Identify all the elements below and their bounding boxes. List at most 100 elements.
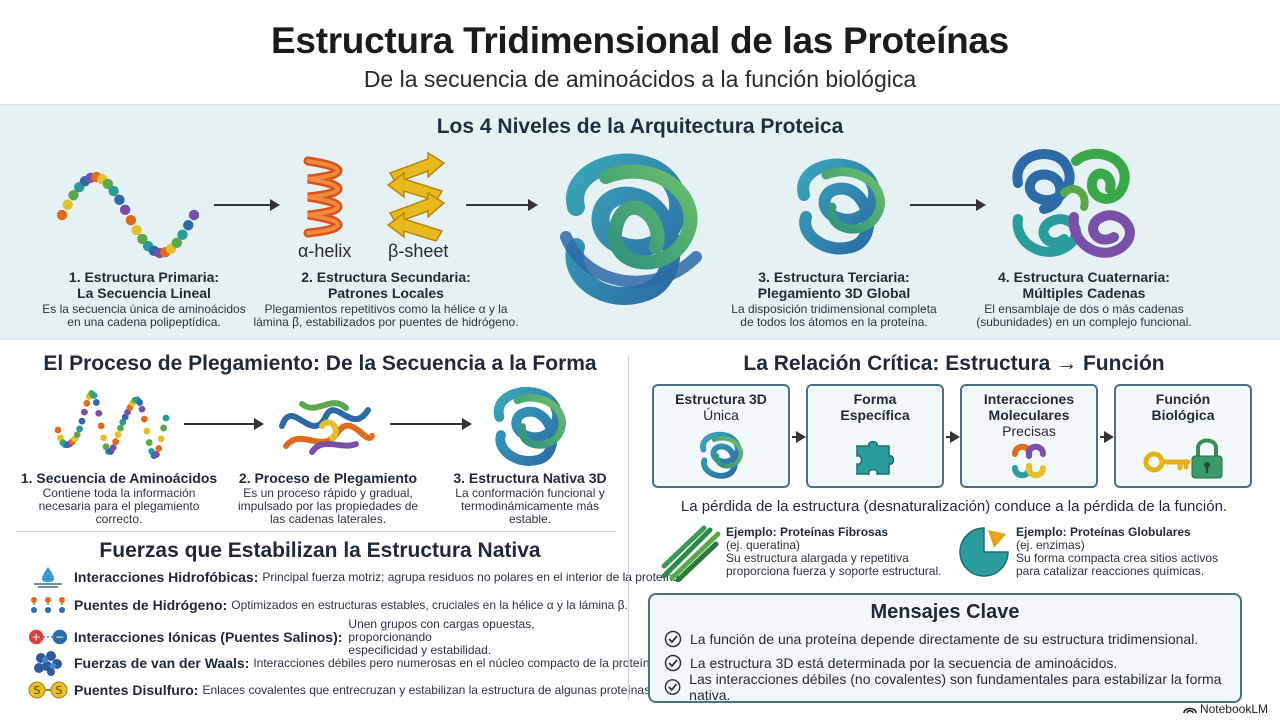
card-biological-function: Función Biológica (1114, 384, 1252, 488)
force-desc: Unen grupos con cargas opuestas, proporc… (348, 616, 618, 657)
puzzle-piece-icon (856, 440, 895, 475)
force-ionic: + − Interacciones Iónicas (Puentes Salin… (28, 617, 618, 656)
step-desc: las cadenas laterales. (269, 512, 387, 526)
native-structure-icon (493, 387, 566, 466)
force-name: Interacciones Hidrofóbicas: (74, 569, 259, 585)
bead (97, 422, 105, 430)
level-desc: en una cadena polipeptídica. (67, 315, 221, 329)
bead (155, 444, 163, 452)
bead (90, 392, 98, 399)
force-van-der-waals: Fuerzas de van der Waals: Interacciones … (28, 651, 660, 676)
page-title: Estructura Tridimensional de las Proteín… (271, 20, 1009, 61)
bead (177, 229, 188, 240)
svg-text:−: − (55, 631, 64, 644)
force-desc-line: Unen grupos con cargas opuestas, proporc… (348, 616, 535, 644)
force-name: Interacciones Iónicas (Puentes Salinos): (74, 629, 343, 645)
bead (160, 424, 167, 432)
key-message: La función de una proteína depende direc… (664, 629, 1198, 649)
bead (137, 233, 148, 245)
arrow-icon (910, 199, 986, 211)
example-subtitle: (ej. queratina) (726, 538, 801, 552)
example-title: Ejemplo: Proteínas Fibrosas (726, 525, 889, 539)
step-desc: Contiene toda la información (42, 486, 196, 500)
force-hydrophobic: Interacciones Hidrofóbicas: Principal fu… (28, 566, 683, 588)
force-name: Puentes de Hidrógeno: (74, 597, 228, 613)
level-subtitle: Patrones Locales (328, 285, 444, 301)
card-title: Moleculares (988, 407, 1070, 423)
force-desc: Principal fuerza motriz; agrupa residuos… (262, 570, 683, 584)
example-fibrous: Ejemplo: Proteínas Fibrosas (ej. querati… (726, 525, 956, 578)
denaturation-note: La pérdida de la estructura (desnaturali… (680, 498, 1228, 515)
step-title: 1. Secuencia de Aminoácidos (20, 470, 218, 486)
bead (143, 427, 151, 435)
level-secondary: 2. Estructura Secundaria: Patrones Local… (236, 269, 536, 329)
bead (93, 399, 100, 406)
folding-step-process: 2. Proceso de Plegamiento Es un proceso … (230, 470, 426, 526)
bead (119, 204, 131, 216)
step-desc: La conformación funcional y (455, 486, 605, 500)
step-desc: impulsado por las propiedades de (237, 499, 419, 513)
svg-text:S: S (34, 684, 41, 697)
key-message: La estructura 3D está determinada por la… (664, 653, 1117, 673)
card-specific-shape: Forma Específica (806, 384, 944, 488)
ionic-charge-icon: + − (28, 626, 68, 648)
example-desc: para catalizar reacciones químicas. (1016, 564, 1205, 578)
step-desc: termodinámicamente más (460, 499, 600, 513)
folding-step-native: 3. Estructura Nativa 3D La conformación … (440, 470, 620, 526)
hydrogen-bond-icon (28, 594, 68, 616)
page-subtitle: De la secuencia de aminoácidos a la func… (363, 66, 917, 92)
card-title: Específica (840, 407, 910, 423)
check-circle-icon (664, 654, 682, 672)
level-title: 1. Estructura Primaria: (68, 269, 220, 285)
check-circle-icon (664, 630, 682, 648)
level-quaternary: 4. Estructura Cuaternaria: Múltiples Cad… (954, 269, 1214, 329)
arrow-icon (184, 418, 264, 430)
step-desc: Es un proceso rápido y gradual, (243, 486, 413, 500)
bead (114, 194, 125, 206)
bead (95, 409, 103, 417)
arrow-icon (390, 418, 472, 430)
force-desc-line: especificidad y estabilidad. (348, 642, 492, 657)
bead (114, 431, 122, 439)
example-globular: Ejemplo: Proteínas Globulares (ej. enzim… (1016, 525, 1246, 578)
bead (125, 214, 137, 226)
force-desc: Optimizados en estructuras estables, cru… (231, 598, 628, 612)
brand-text: NotebookLM (1199, 702, 1268, 716)
bead (145, 439, 153, 446)
key-messages-title: Mensajes Clave (870, 601, 1020, 623)
example-title: Ejemplo: Proteínas Globulares (1016, 525, 1191, 539)
bead (73, 431, 81, 439)
levels-section-title: Los 4 Niveles de la Arquitectura Proteic… (436, 115, 844, 138)
bead (131, 224, 142, 236)
svg-text:+: + (32, 631, 41, 644)
level-desc: de todos los átomos en la proteína. (740, 315, 928, 329)
level-desc: Plegamientos repetitivos como la hélice … (264, 302, 508, 316)
bead (141, 415, 148, 423)
arrow-icon (214, 199, 280, 211)
arrow-icon (466, 199, 538, 211)
bead (83, 399, 91, 407)
water-drop-icon (28, 566, 68, 588)
bead (136, 399, 143, 406)
example-desc: Su estructura alargada y repetitiva (726, 551, 909, 565)
amino-acid-sequence-icon (54, 390, 170, 460)
key-message-text: Las interacciones débiles (no covalentes… (689, 671, 1222, 703)
alpha-helix-label: α-helix (298, 241, 352, 261)
key-message: Las interacciones débiles (no covalentes… (664, 671, 1240, 703)
level-desc: Es la secuencia única de aminoácidos (42, 302, 246, 316)
card-title: Interacciones (983, 391, 1075, 407)
svg-text:S: S (56, 684, 63, 697)
relation-section-title: La Relación Crítica: Estructura → Funció… (743, 352, 1165, 375)
bead (138, 405, 146, 413)
interaction-knot-icon (1012, 443, 1046, 479)
level-title: 4. Estructura Cuaternaria: (998, 269, 1170, 285)
step-desc: estable. (508, 512, 552, 526)
card-3d-structure: Estructura 3D Única (652, 384, 790, 488)
beta-sheet-icon (386, 151, 446, 242)
bead (109, 444, 117, 452)
level-desc: El ensamblaje de dos o más cadenas (984, 302, 1184, 316)
levels-band: Los 4 Niveles de la Arquitectura Proteic… (0, 104, 1280, 340)
bead (183, 220, 194, 231)
card-title: Estructura 3D (675, 391, 767, 407)
level-subtitle: La Secuencia Lineal (77, 285, 211, 301)
